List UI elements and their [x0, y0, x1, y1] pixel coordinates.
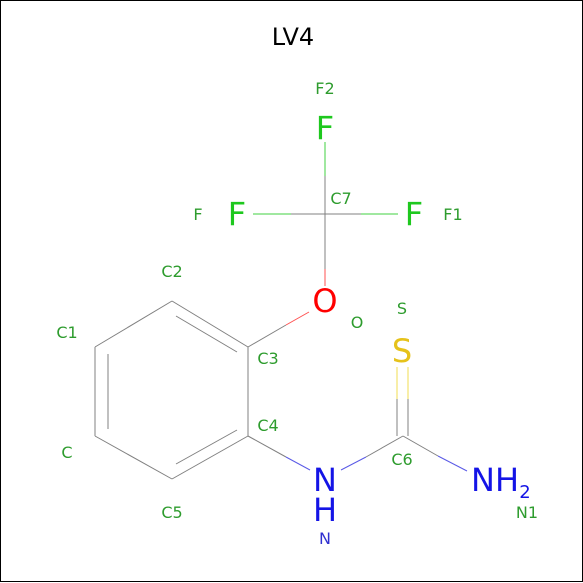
- bond-n-c6-carbon-half: [365, 435, 404, 458]
- atom-symbol-n: N: [313, 461, 337, 499]
- atom-name-c1: C1: [56, 323, 77, 342]
- atom-symbols: F F F O S N H NH 2: [228, 109, 531, 529]
- bond-c4-c5: [171, 435, 249, 480]
- bond-c3-o-oxygen-half: [285, 311, 310, 326]
- bond-c4-n-nitrogen-half: [285, 456, 311, 471]
- atom-name-c7: C7: [330, 189, 351, 208]
- bond-inner-c2-c3: [175, 315, 238, 353]
- atom-name-c: C: [61, 443, 72, 462]
- bond-c2-c3: [171, 300, 249, 348]
- bond-c4-n-carbon-half: [247, 435, 287, 458]
- atom-symbol-s: S: [392, 332, 412, 370]
- bond-c5-c: [94, 435, 173, 480]
- bond-c3-o-carbon-half: [247, 324, 287, 348]
- bonds: [94, 142, 468, 480]
- atom-name-s: S: [397, 299, 407, 318]
- bond-n-c6-nitrogen-half: [340, 456, 367, 471]
- atom-name-n: N: [319, 529, 331, 548]
- atom-name-n1: N1: [516, 503, 538, 522]
- atom-symbol-o: O: [312, 282, 337, 320]
- atom-symbol-f2: F: [316, 109, 334, 147]
- bond-c6-n1-nitrogen-half: [437, 455, 468, 472]
- bond-c1-c2: [94, 300, 173, 348]
- atom-name-f2: F2: [315, 79, 334, 98]
- atom-name-c6: C6: [391, 450, 412, 469]
- bond-c6-n1-carbon-half: [402, 435, 439, 457]
- atom-name-f: F: [193, 205, 202, 224]
- atom-symbol-n1-subscript: 2: [519, 482, 530, 503]
- atom-name-f1: F1: [443, 205, 462, 224]
- atom-symbol-f: F: [228, 195, 246, 233]
- atom-symbol-f1: F: [405, 195, 423, 233]
- atom-name-c4: C4: [257, 416, 278, 435]
- atom-symbol-n1: NH: [471, 461, 519, 499]
- atom-name-c3: C3: [257, 349, 278, 368]
- atom-name-c2: C2: [161, 262, 182, 281]
- atom-name-o: O: [351, 313, 364, 332]
- atom-names: F2 F F1 C7 O S C2 C1 C3 C C4 C5 C6 N N1: [56, 79, 538, 548]
- bond-inner-c4-c5: [175, 429, 238, 465]
- molecule-title: LV4: [272, 23, 314, 51]
- atom-name-c5: C5: [161, 503, 182, 522]
- atom-symbol-n-hydrogen: H: [313, 491, 337, 529]
